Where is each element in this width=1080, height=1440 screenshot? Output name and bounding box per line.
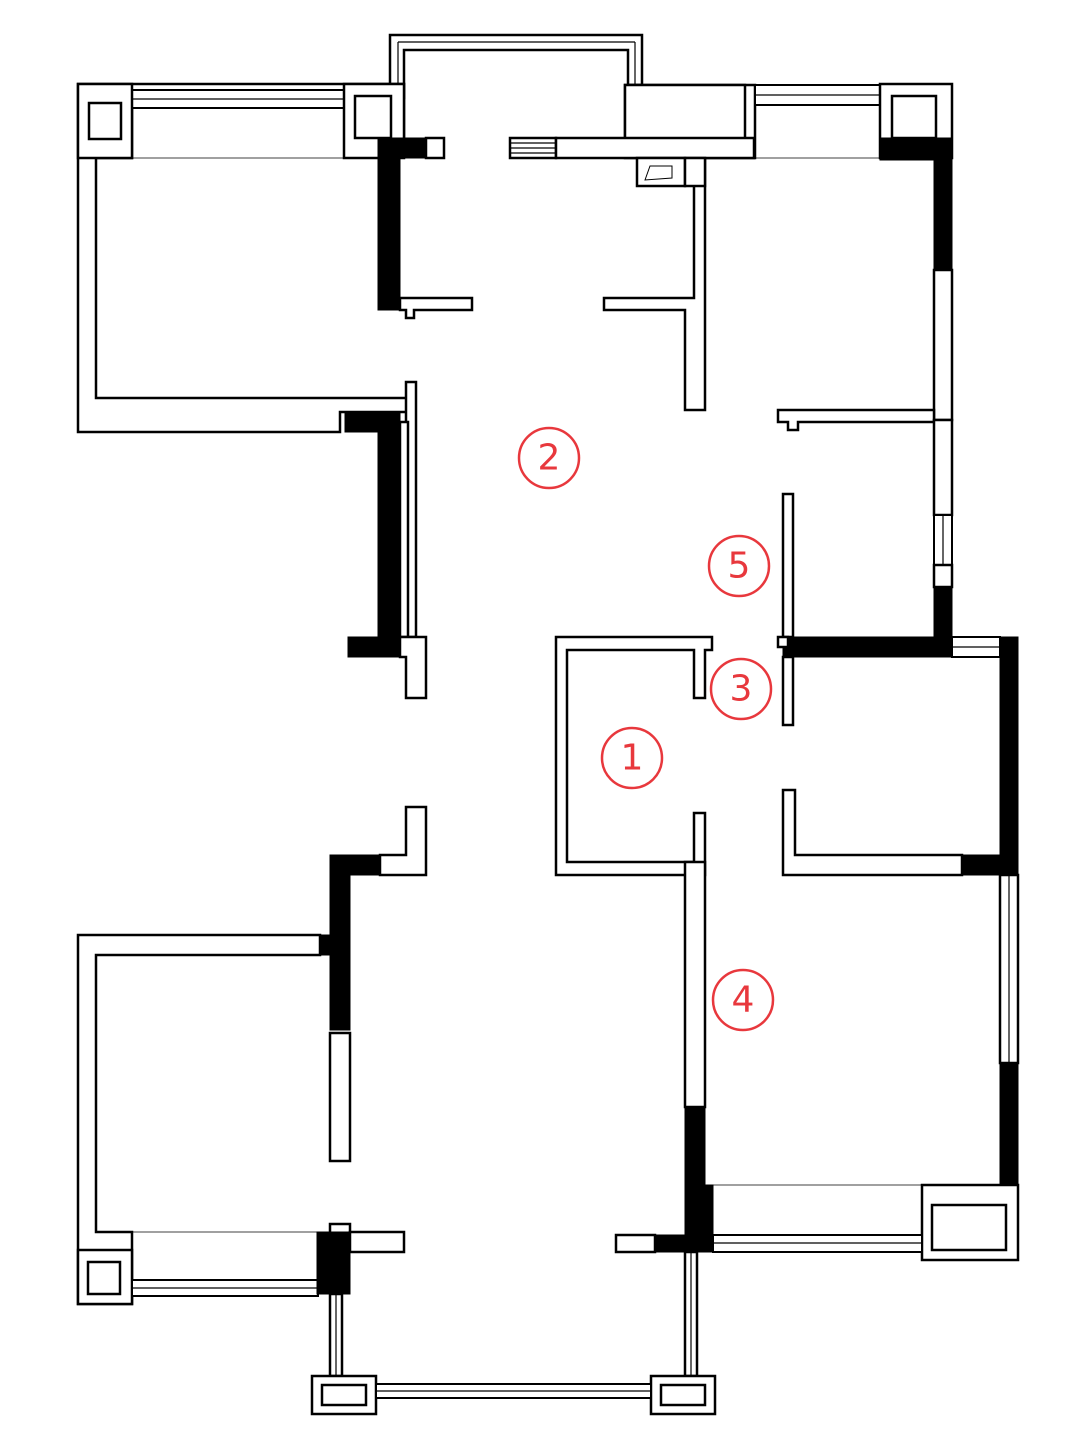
marker-5: 5 [707,534,771,598]
marker-1-label: 1 [621,738,644,779]
marker-2-label: 2 [538,438,561,479]
marker-4-label: 4 [732,980,755,1021]
bedroom-top-left [76,82,474,434]
marker-5-label: 5 [728,546,751,587]
bedroom-top-right [754,82,954,640]
marker-3: 3 [709,657,773,721]
bedroom-bottom-right [614,1183,1020,1262]
right-partition [776,492,1019,874]
marker-4: 4 [711,968,775,1032]
top-balcony [388,33,644,140]
marker-1: 1 [600,726,664,790]
room-center-1 [554,635,714,1188]
marker-3-label: 3 [730,669,753,710]
bottom-balcony [310,1250,717,1416]
left-corridor-walls [344,380,428,700]
room-top-right [508,83,757,412]
bedroom-bottom-left [76,805,428,1306]
marker-2: 2 [517,426,581,490]
room-right-middle [781,788,1020,1204]
